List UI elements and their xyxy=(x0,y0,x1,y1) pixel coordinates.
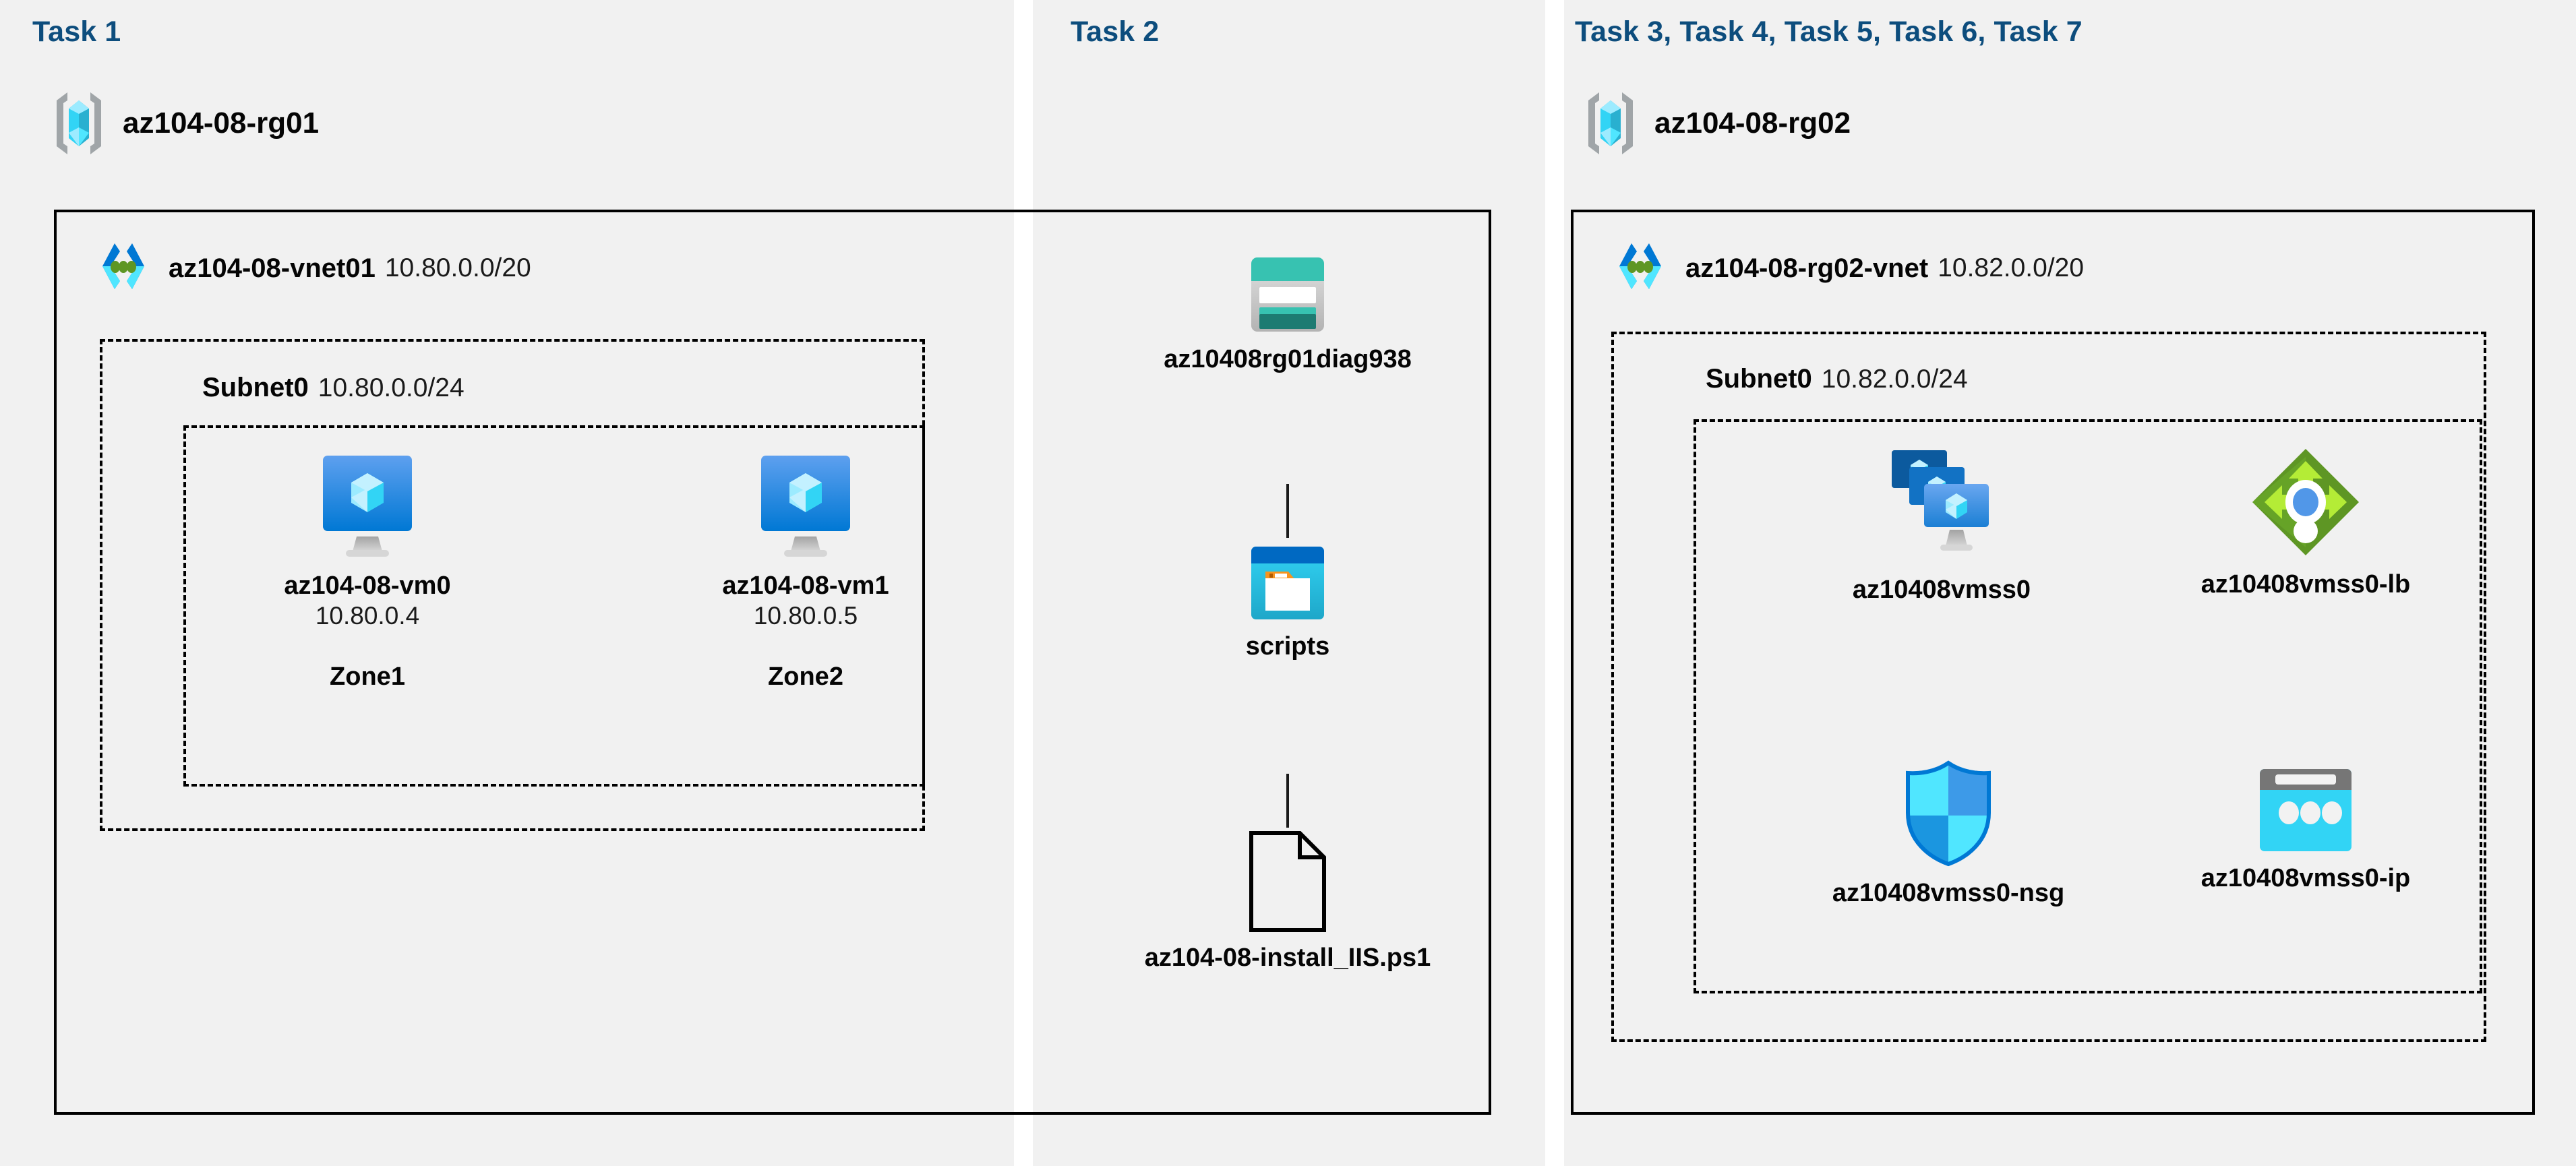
availability-zones-boundary xyxy=(183,425,925,787)
panel-task-1 xyxy=(0,0,1014,1166)
blob-container-icon xyxy=(1249,545,1326,621)
node-title: az10408vmss0-ip xyxy=(2200,864,2411,892)
node-title: az10408vmss0-nsg xyxy=(1832,879,2065,907)
vnet-name: az104-08-vnet01 xyxy=(169,253,376,283)
node-ip-address: 10.80.0.5 xyxy=(753,602,858,630)
virtual-network-icon xyxy=(1611,239,1669,297)
node-az10408vmss0-ip[interactable]: az10408vmss0-ip xyxy=(2144,767,2467,893)
vnet-boundary-az104-08-vnet01 xyxy=(54,210,1491,1115)
vnet-header-vnet01: az104-08-vnet01 10.80.0.0/20 xyxy=(94,239,531,297)
node-availability-zone: Zone2 xyxy=(768,663,843,691)
node-az10408vmss0-lb[interactable]: az10408vmss0-lb xyxy=(2144,445,2467,599)
vm-scale-set-icon xyxy=(1882,445,2001,565)
node-az104-08-vm1[interactable]: az104-08-vm1 10.80.0.5 Zone2 xyxy=(694,453,917,692)
node-title: az104-08-vm1 xyxy=(722,572,889,600)
public-ip-address-icon xyxy=(2258,767,2354,853)
resource-group-name: az104-08-rg02 xyxy=(1654,106,1851,140)
vmss-resources-boundary xyxy=(1694,419,2482,993)
subnet-name: Subnet0 xyxy=(202,373,309,402)
task-label-2: Task 2 xyxy=(1071,16,1160,48)
node-availability-zone: Zone1 xyxy=(330,663,405,691)
load-balancer-icon xyxy=(2248,445,2363,559)
column-gutter-right xyxy=(1545,0,1564,1166)
virtual-machine-icon xyxy=(318,453,417,561)
vnet-cidr: 10.82.0.0/20 xyxy=(1938,253,2085,282)
node-az10408vmss0-nsg[interactable]: az10408vmss0-nsg xyxy=(1787,759,2110,908)
task-label-3: Task 3, Task 4, Task 5, Task 6, Task 7 xyxy=(1575,16,2083,48)
connector-storage-to-scripts xyxy=(1286,484,1289,538)
resource-group-header-rg01: az104-08-rg01 xyxy=(53,91,319,156)
vnet-header-rg02-vnet: az104-08-rg02-vnet 10.82.0.0/20 xyxy=(1611,239,2084,297)
task-label-1: Task 1 xyxy=(32,16,121,48)
subnet-cidr: 10.82.0.0/24 xyxy=(1821,365,1968,394)
connector-scripts-to-file xyxy=(1286,774,1289,828)
vnet-name: az104-08-rg02-vnet xyxy=(1685,253,1929,283)
resource-group-icon xyxy=(53,91,105,156)
node-ip-address: 10.80.0.4 xyxy=(315,602,420,630)
node-az104-08-vm0[interactable]: az104-08-vm0 10.80.0.4 Zone1 xyxy=(256,453,479,692)
node-title: scripts xyxy=(1245,632,1330,661)
node-scripts-container[interactable]: scripts xyxy=(1119,545,1456,661)
subnet-boundary-subnet0-right xyxy=(1611,332,2486,1042)
storage-account-icon xyxy=(1248,255,1327,334)
subnet-label-left: Subnet0 10.80.0.0/24 xyxy=(202,373,465,403)
subnet-label-right: Subnet0 10.82.0.0/24 xyxy=(1706,364,1968,394)
node-title: az10408vmss0-lb xyxy=(2200,570,2411,599)
file-icon xyxy=(1247,830,1328,933)
node-title: az104-08-vm0 xyxy=(284,572,451,600)
node-az10408rg01diag938[interactable]: az10408rg01diag938 xyxy=(1119,255,1456,374)
node-title: az10408rg01diag938 xyxy=(1164,345,1412,373)
node-az10408vmss0[interactable]: az10408vmss0 xyxy=(1780,445,2103,605)
resource-group-name: az104-08-rg01 xyxy=(123,106,320,140)
panel-task-3 xyxy=(1564,0,2576,1166)
column-gutter-left xyxy=(1014,0,1033,1166)
vnet-boundary-az104-08-rg02-vnet xyxy=(1571,210,2535,1115)
subnet-cidr: 10.80.0.0/24 xyxy=(318,373,465,402)
resource-group-icon xyxy=(1584,91,1637,156)
virtual-network-icon xyxy=(94,239,152,297)
virtual-machine-icon xyxy=(756,453,856,561)
subnet-name: Subnet0 xyxy=(1706,364,1812,394)
resource-group-header-rg02: az104-08-rg02 xyxy=(1584,91,1851,156)
node-title: az10408vmss0 xyxy=(1852,576,2031,604)
network-security-group-icon xyxy=(1900,759,1997,868)
node-title: az104-08-install_IIS.ps1 xyxy=(1144,944,1431,972)
node-install-iis-script-file[interactable]: az104-08-install_IIS.ps1 xyxy=(1079,830,1497,973)
vnet-cidr: 10.80.0.0/20 xyxy=(384,253,531,282)
